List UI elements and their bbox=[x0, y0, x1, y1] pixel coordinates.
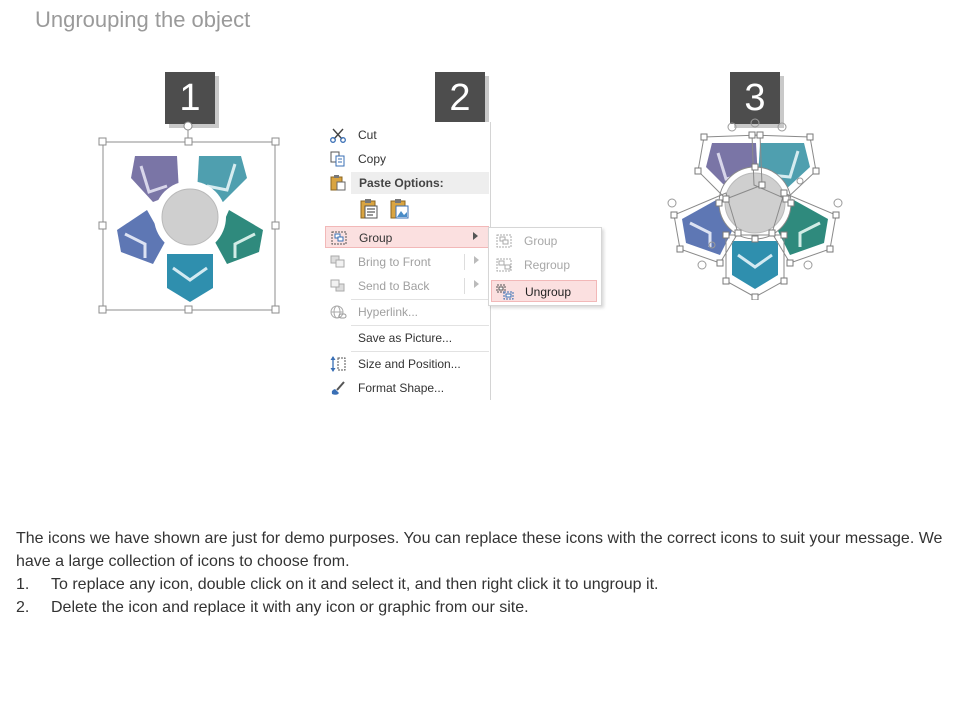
format-shape-icon bbox=[329, 380, 347, 396]
menu-label: Save as Picture... bbox=[358, 331, 453, 345]
size-position-icon bbox=[329, 356, 347, 372]
menu-split-divider bbox=[464, 278, 465, 294]
menu-item-save-as-picture[interactable]: Save as Picture... bbox=[325, 327, 489, 349]
paste-clipboard-icon bbox=[329, 175, 347, 194]
menu-label: Bring to Front bbox=[358, 255, 431, 269]
group-submenu: Group Regroup Ungroup bbox=[488, 227, 602, 306]
menu-label: Group bbox=[359, 231, 393, 245]
menu-divider bbox=[351, 351, 489, 352]
ungroup-icon bbox=[496, 284, 514, 300]
paste-picture-icon[interactable] bbox=[389, 198, 411, 223]
context-menu: Cut Copy Paste Options: Group Bring to F… bbox=[325, 122, 491, 400]
instruction-number: 2. bbox=[16, 599, 30, 616]
submenu-arrow-icon bbox=[473, 232, 478, 240]
submenu-item-regroup[interactable]: Regroup bbox=[491, 254, 597, 276]
petal-teal-dark bbox=[215, 210, 263, 264]
step-badge-2: 2 bbox=[435, 72, 485, 124]
step-badge-1: 1 bbox=[165, 72, 215, 124]
submenu-label: Ungroup bbox=[525, 285, 572, 299]
menu-label: Format Shape... bbox=[358, 381, 445, 395]
menu-item-cut[interactable]: Cut bbox=[325, 124, 489, 146]
submenu-label: Group bbox=[524, 234, 558, 248]
page-title: Ungrouping the object bbox=[35, 7, 251, 32]
submenu-item-ungroup[interactable]: Ungroup bbox=[491, 280, 597, 302]
regroup-icon bbox=[495, 257, 513, 273]
menu-item-size-and-position[interactable]: Size and Position... bbox=[325, 353, 489, 375]
petal-blue bbox=[117, 210, 165, 264]
description: The icons we have shown are just for dem… bbox=[16, 527, 946, 619]
hyperlink-icon bbox=[329, 304, 347, 320]
instruction-text: To replace any icon, double click on it … bbox=[51, 576, 659, 593]
menu-item-group[interactable]: Group bbox=[325, 226, 489, 248]
copy-icon bbox=[329, 151, 347, 167]
menu-label: Send to Back bbox=[358, 279, 430, 293]
menu-label: Copy bbox=[358, 152, 387, 166]
bring-to-front-icon bbox=[329, 254, 347, 270]
send-to-back-icon bbox=[329, 278, 347, 294]
menu-label: Hyperlink... bbox=[358, 305, 419, 319]
center-circle bbox=[161, 188, 219, 246]
menu-item-send-to-back[interactable]: Send to Back bbox=[325, 275, 489, 297]
menu-split-divider bbox=[464, 254, 465, 270]
menu-item-bring-to-front[interactable]: Bring to Front bbox=[325, 251, 489, 273]
petal-teal-bottom bbox=[167, 254, 213, 302]
group-icon bbox=[495, 233, 513, 249]
menu-label: Size and Position... bbox=[358, 357, 461, 371]
scissors-icon bbox=[329, 127, 347, 143]
group-icon bbox=[330, 230, 348, 246]
menu-item-hyperlink[interactable]: Hyperlink... bbox=[325, 301, 489, 323]
submenu-arrow-icon bbox=[474, 256, 479, 264]
paste-options-header: Paste Options: bbox=[351, 172, 489, 194]
menu-label: Cut bbox=[358, 128, 377, 142]
submenu-arrow-icon bbox=[474, 280, 479, 288]
ungrouped-flower-graphic[interactable] bbox=[660, 115, 850, 300]
instruction-text: Delete the icon and replace it with any … bbox=[51, 599, 529, 616]
menu-divider bbox=[351, 299, 489, 300]
grouped-flower-graphic[interactable] bbox=[95, 118, 285, 318]
paste-options-label: Paste Options: bbox=[359, 176, 444, 190]
step-badge-3: 3 bbox=[730, 72, 780, 124]
paste-keep-formatting-icon[interactable] bbox=[359, 198, 381, 223]
instruction-item-1: 1. To replace any icon, double click on … bbox=[16, 573, 946, 596]
menu-item-copy[interactable]: Copy bbox=[325, 148, 489, 170]
description-intro: The icons we have shown are just for dem… bbox=[16, 530, 943, 570]
instruction-item-2: 2. Delete the icon and replace it with a… bbox=[16, 596, 946, 619]
submenu-label: Regroup bbox=[524, 258, 571, 272]
instruction-number: 1. bbox=[16, 576, 30, 593]
submenu-item-group[interactable]: Group bbox=[491, 230, 597, 252]
menu-divider bbox=[351, 325, 489, 326]
menu-item-format-shape[interactable]: Format Shape... bbox=[325, 377, 489, 399]
